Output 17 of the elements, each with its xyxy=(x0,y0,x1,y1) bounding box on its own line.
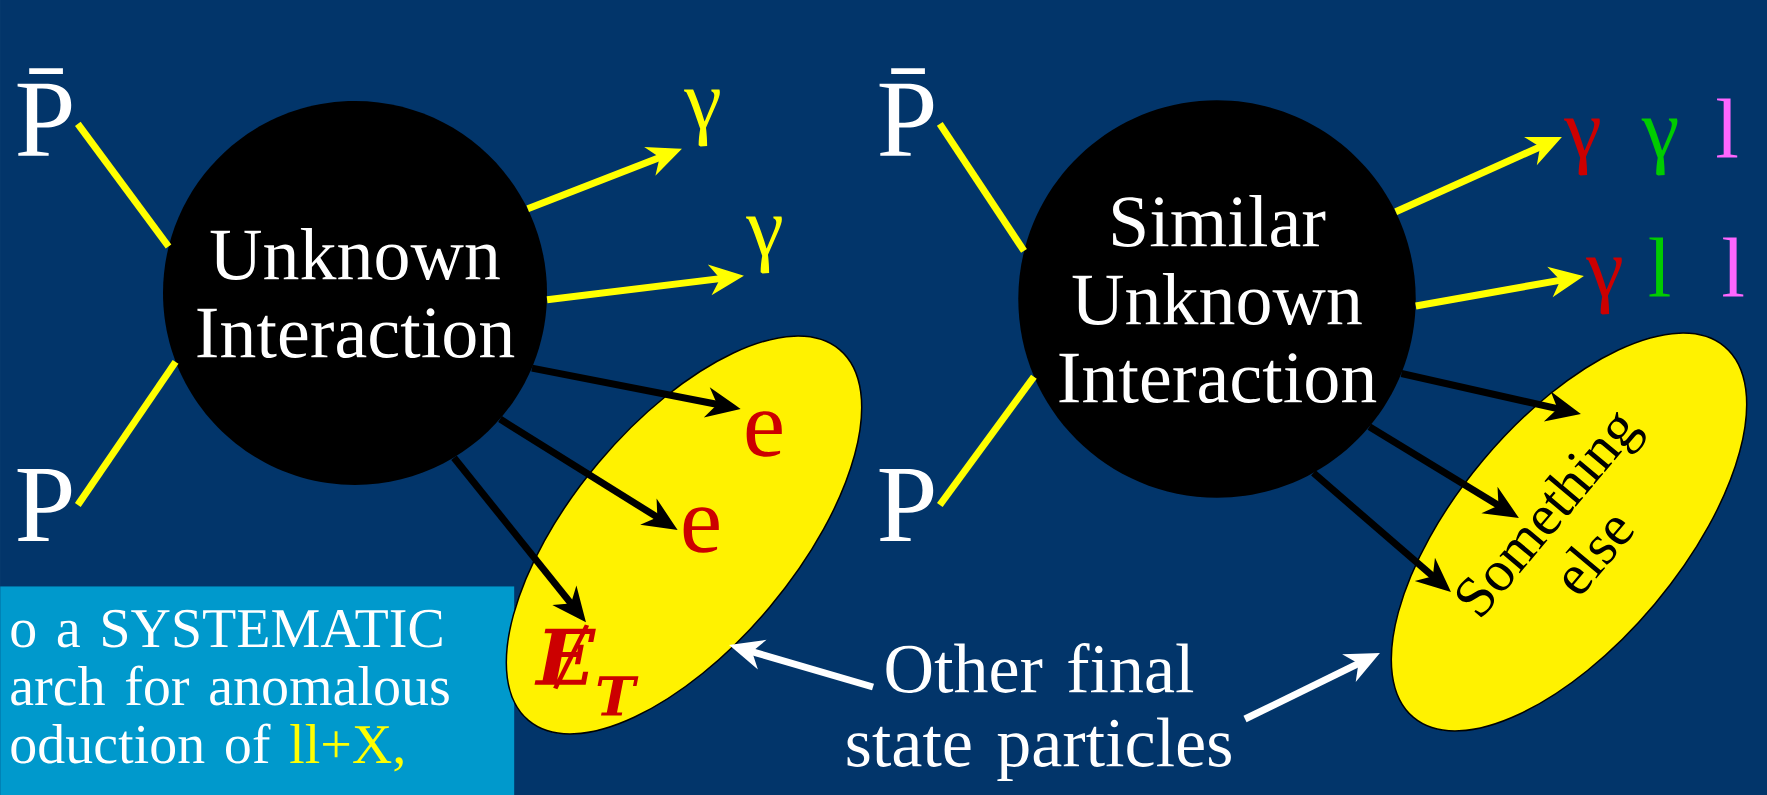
line xyxy=(75,121,172,249)
particle-label: P̄ xyxy=(17,68,72,156)
particle-label: γ xyxy=(746,216,782,274)
line xyxy=(936,374,1037,508)
particle-label: Ɇ$_{T}$ xyxy=(534,624,639,716)
particle-label: γ xyxy=(684,89,720,147)
note-box: o a SYSTEMATIC arch for anomalous oduction of ll+X, xyxy=(0,586,515,795)
particle-label: P xyxy=(879,469,934,541)
particle-row: γ l l xyxy=(1586,237,1744,315)
particle-label: P̄ xyxy=(879,68,934,156)
line xyxy=(936,122,1027,253)
particle-label: e xyxy=(683,507,719,553)
particle-label: e xyxy=(746,411,782,457)
line xyxy=(74,359,179,507)
particle-label: P xyxy=(17,469,72,541)
annotation-text: Other final state particles xyxy=(847,642,1231,782)
particle-row: γ γ l xyxy=(1564,98,1738,176)
